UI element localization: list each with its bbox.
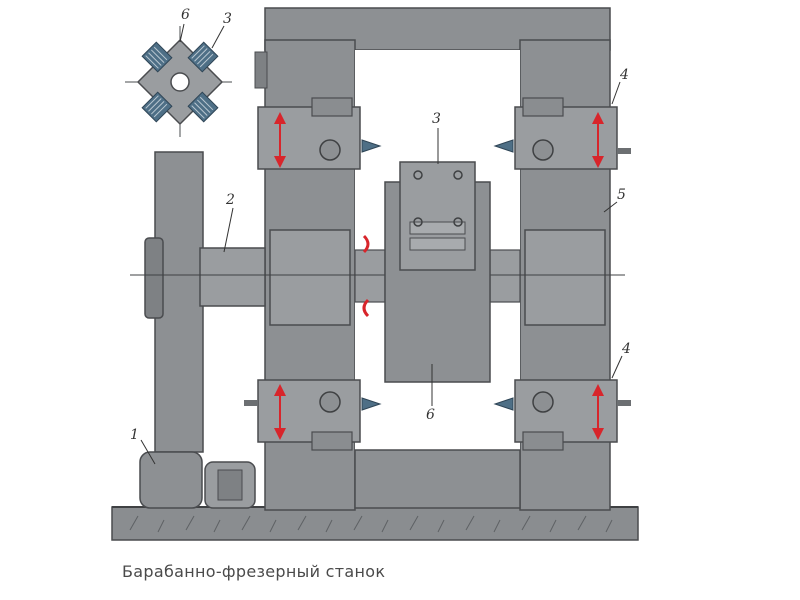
label-top-block: 3 (432, 111, 441, 127)
drive-shaft (130, 247, 625, 307)
motor (139, 451, 256, 509)
label-frame-right: 5 (617, 187, 626, 203)
cutter-head-inset (125, 26, 232, 137)
knife-bottom-left (141, 91, 173, 123)
base-plate (111, 506, 639, 541)
knife-bottom-right (187, 91, 219, 123)
label-drum: 6 (426, 407, 435, 423)
bearing-top-right (493, 97, 631, 170)
flywheel (144, 151, 204, 453)
label-inset-cutter: 6 (181, 7, 190, 23)
bearing-bottom-left (244, 379, 382, 451)
label-flywheel-shaft: 2 (226, 192, 235, 208)
leader-lines (140, 23, 623, 465)
cutter-drum (362, 161, 491, 383)
knife-top-right (187, 41, 219, 73)
label-motor: 1 (130, 427, 139, 443)
bearing-top-left (257, 97, 382, 170)
figure-caption: Барабанно-фрезерный станок (122, 562, 386, 581)
label-bearing-bottom: 4 (622, 341, 631, 357)
label-bearing-top: 4 (620, 67, 629, 83)
knife-top-left (141, 41, 173, 73)
bearing-bottom-right (493, 379, 631, 451)
label-inset-knife: 3 (223, 11, 232, 27)
